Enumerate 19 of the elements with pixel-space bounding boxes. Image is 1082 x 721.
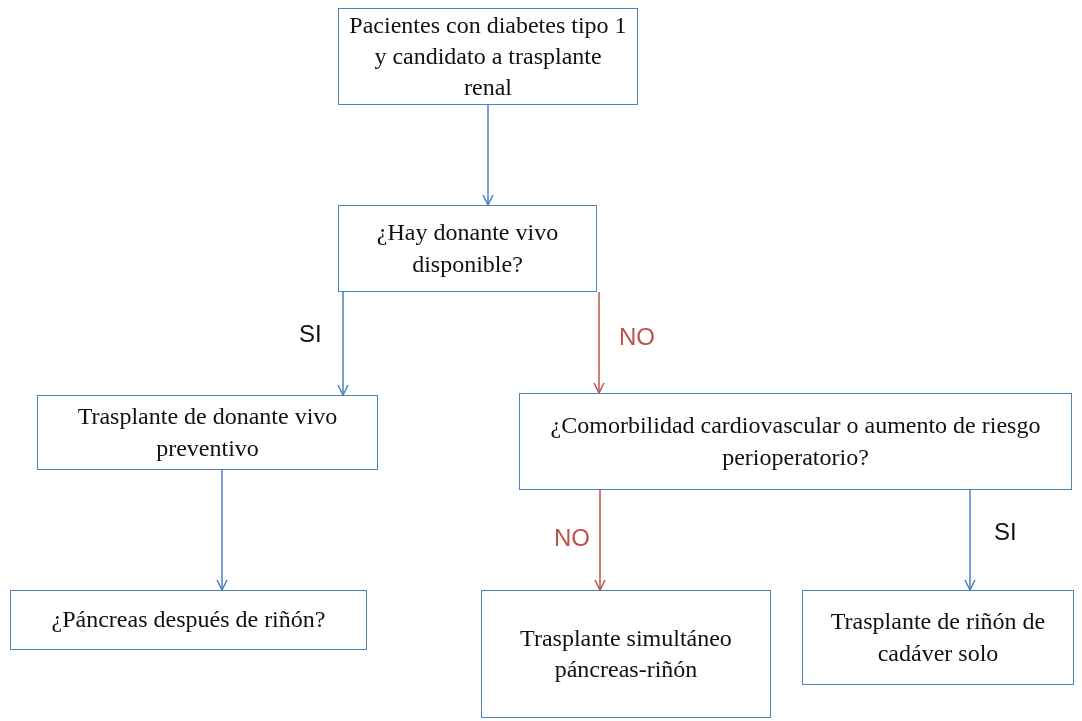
node-text: ¿Páncreas después de riñón? xyxy=(51,606,326,633)
process-box xyxy=(481,590,771,718)
process-box xyxy=(519,393,1072,490)
node-text: Trasplante simultáneo páncreas-riñón xyxy=(520,624,732,682)
node-text: ¿Hay donante vivo disponible? xyxy=(376,219,559,277)
arrow xyxy=(216,469,228,591)
node-text: Pacientes con diabetes tipo 1 y candidato a trasplante renal xyxy=(349,11,627,101)
arrow xyxy=(593,291,605,394)
process-box xyxy=(802,590,1074,685)
arrow xyxy=(482,104,494,206)
process-box xyxy=(338,205,597,292)
node-text: Trasplante de donante vivo preventivo xyxy=(77,403,338,461)
node-text: ¿Comorbilidad cardiovascular o aumento de riesgo perioperatorio? xyxy=(550,412,1041,470)
process-box xyxy=(37,395,378,470)
arrow xyxy=(964,489,976,591)
process-box xyxy=(10,590,367,650)
node-text: Trasplante de riñón de cadáver solo xyxy=(830,608,1046,666)
arrow xyxy=(337,291,349,396)
arrow xyxy=(594,489,606,591)
